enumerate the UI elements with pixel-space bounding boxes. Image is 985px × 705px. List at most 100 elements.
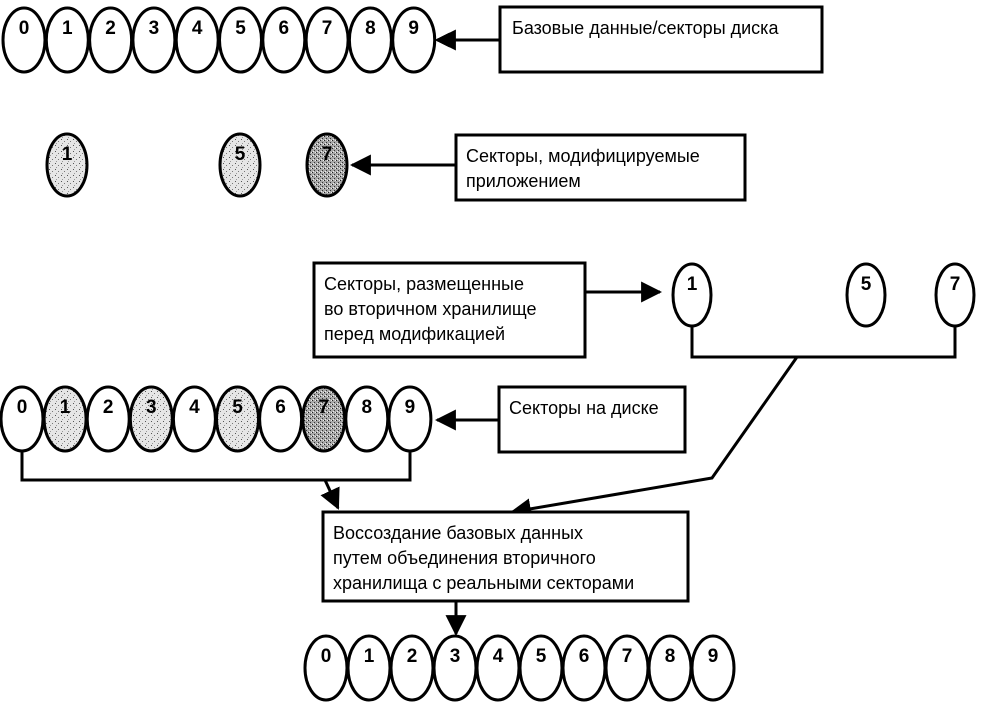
sector-ellipse [305, 132, 349, 198]
base-arrow [434, 29, 500, 51]
secondary-label-line-3: перед модификацией [324, 324, 505, 344]
sector-6: 6 [561, 634, 607, 702]
sector-5: 5 [218, 6, 263, 74]
sector-number: 6 [279, 18, 290, 39]
sector-number: 7 [622, 646, 633, 667]
sector-9: 9 [387, 385, 433, 453]
disk-bracket [20, 450, 412, 482]
sector-number: 2 [103, 397, 114, 418]
sector-0: 0 [0, 385, 45, 453]
reconstruct-label-box: Воссоздание базовых данных путем объедин… [321, 510, 690, 603]
modified-label-line-2: приложением [466, 171, 581, 191]
sector-3: 3 [131, 6, 177, 74]
sector-2: 2 [85, 385, 131, 453]
sector-number: 5 [861, 274, 872, 295]
secondary-label-line-2: во вторичном хранилище [324, 299, 537, 319]
sector-ellipse [45, 132, 89, 198]
sector-0: 0 [1, 6, 47, 74]
modified-label-box: Секторы, модифицируемые приложением [454, 133, 747, 202]
secondary-sectors-row: 1 5 7 [671, 262, 976, 328]
sector-number: 8 [365, 18, 376, 39]
sector-number: 5 [536, 646, 547, 667]
sector-number: 1 [60, 397, 71, 418]
sector-7: 7 [934, 262, 976, 328]
sector-4: 4 [171, 385, 217, 453]
sector-number: 4 [192, 18, 203, 39]
base-sectors-row: 0 1 2 3 4 5 6 7 8 9 [1, 6, 437, 74]
sector-number: 6 [579, 646, 590, 667]
sector-number: 2 [407, 646, 418, 667]
sector-number: 4 [493, 646, 504, 667]
sector-number: 7 [322, 144, 333, 165]
modified-sectors-row: 1 5 7 [45, 132, 349, 198]
secondary-label-line-1: Секторы, размещенные [324, 274, 524, 294]
sector-0: 0 [303, 634, 349, 702]
sector-number: 2 [105, 18, 116, 39]
sector-4: 4 [475, 634, 521, 702]
sector-9: 9 [391, 6, 437, 74]
sector-number: 0 [321, 646, 332, 667]
sector-1: 1 [42, 385, 88, 453]
sector-number: 8 [362, 397, 373, 418]
sector-1: 1 [44, 6, 90, 74]
sector-ellipse [218, 132, 262, 198]
sector-number: 1 [62, 144, 73, 165]
sector-5: 5 [218, 132, 262, 198]
sector-3: 3 [128, 385, 174, 453]
sector-number: 5 [232, 397, 243, 418]
disk-sectors-row: 0 1 2 3 4 5 6 7 8 9 [0, 385, 433, 453]
sector-ellipse [845, 262, 887, 328]
sector-8: 8 [344, 385, 390, 453]
sector-5: 5 [215, 385, 260, 453]
sector-7: 7 [304, 6, 350, 74]
sector-7: 7 [301, 385, 347, 453]
sector-2: 2 [88, 6, 134, 74]
sector-number: 3 [146, 397, 157, 418]
sector-6: 6 [261, 6, 307, 74]
sector-number: 1 [364, 646, 375, 667]
base-label: Базовые данные/секторы диска [512, 18, 779, 38]
sector-1: 1 [45, 132, 89, 198]
disk-label: Секторы на диске [509, 398, 659, 418]
sector-3: 3 [432, 634, 478, 702]
sector-number: 0 [19, 18, 30, 39]
sector-ellipse [690, 634, 736, 702]
sector-number: 9 [408, 18, 419, 39]
secondary-bracket [690, 326, 957, 359]
secondary-label-box: Секторы, размещенные во вторичном хранил… [312, 261, 587, 359]
sector-number: 7 [322, 18, 333, 39]
secondary-to-reconstruct-arrow [509, 356, 799, 520]
sector-number: 1 [687, 274, 698, 295]
sector-number: 4 [189, 397, 200, 418]
sector-2: 2 [389, 634, 435, 702]
sector-7: 7 [305, 132, 349, 198]
reconstruct-label-line-1: Воссоздание базовых данных [333, 523, 583, 543]
sector-number: 5 [235, 18, 246, 39]
sector-number: 9 [405, 397, 416, 418]
sector-number: 6 [275, 397, 286, 418]
disk-to-reconstruct-arrow [320, 479, 340, 510]
sector-number: 1 [62, 18, 73, 39]
sector-9: 9 [690, 634, 736, 702]
disk-label-box: Секторы на диске [497, 385, 687, 454]
sector-number: 9 [708, 646, 719, 667]
sector-number: 0 [17, 397, 28, 418]
reconstruct-label-line-3: хранилища с реальными секторами [333, 573, 634, 593]
sector-1: 1 [346, 634, 392, 702]
sector-number: 3 [149, 18, 160, 39]
sector-number: 5 [235, 144, 246, 165]
sector-5: 5 [518, 634, 564, 702]
sector-8: 8 [347, 6, 393, 74]
sector-4: 4 [174, 6, 220, 74]
sector-number: 3 [450, 646, 461, 667]
sector-7: 7 [604, 634, 650, 702]
sector-number: 7 [318, 397, 329, 418]
reconstruct-label-line-2: путем объединения вторичного [333, 548, 596, 568]
sector-number: 7 [950, 274, 961, 295]
modified-label-line-1: Секторы, модифицируемые [466, 146, 700, 166]
sector-1: 1 [671, 262, 713, 328]
base-label-box: Базовые данные/секторы диска [498, 5, 824, 74]
sector-8: 8 [647, 634, 693, 702]
sector-5: 5 [845, 262, 887, 328]
